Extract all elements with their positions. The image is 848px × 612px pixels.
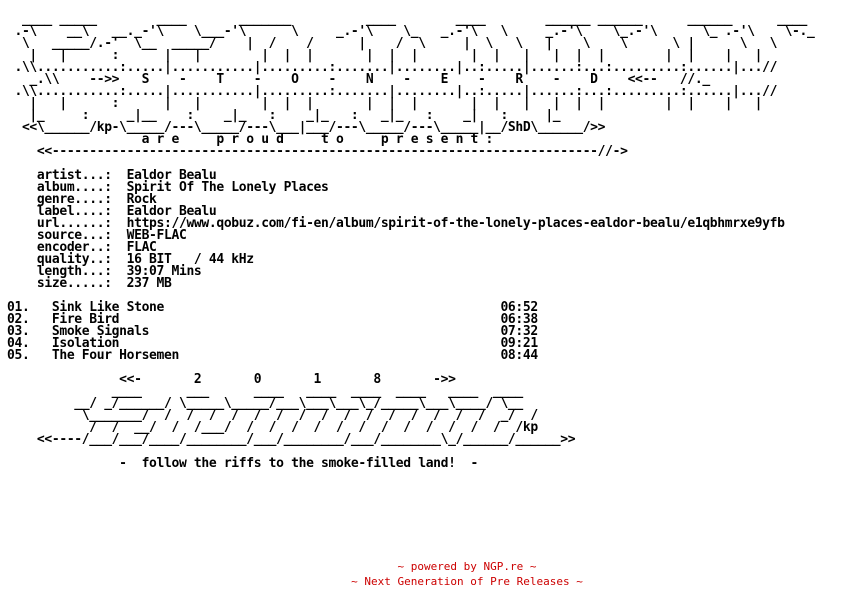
presents-rule: <<--------------------------------------… [7, 144, 628, 159]
next-generation-line: ~ Next Generation of Pre Releases ~ [351, 575, 583, 588]
tagline: - follow the riffs to the smoke-filled l… [7, 456, 479, 471]
tracklist: 01. Sink Like Stone 06:52 02. Fire Bird … [7, 300, 538, 363]
powered-by-line: ~ powered by NGP.re ~ [397, 560, 537, 573]
ascii-art-header: ____ _____ ____ _______ ____ ____ ______… [14, 12, 815, 135]
nfo-document: ____ _____ ____ _______ ____ ____ ______… [7, 12, 815, 471]
ascii-art-footer: ____ ___ ____ ____ ____ ____ ____ ____ _… [36, 384, 576, 447]
release-info: artist...: Ealdor Bealu album....: Spiri… [36, 168, 785, 291]
presents-line: a r e p r o u d t o p r e s e n t : [7, 132, 494, 147]
year-line: <<- 2 0 1 8 ->> [7, 372, 456, 387]
